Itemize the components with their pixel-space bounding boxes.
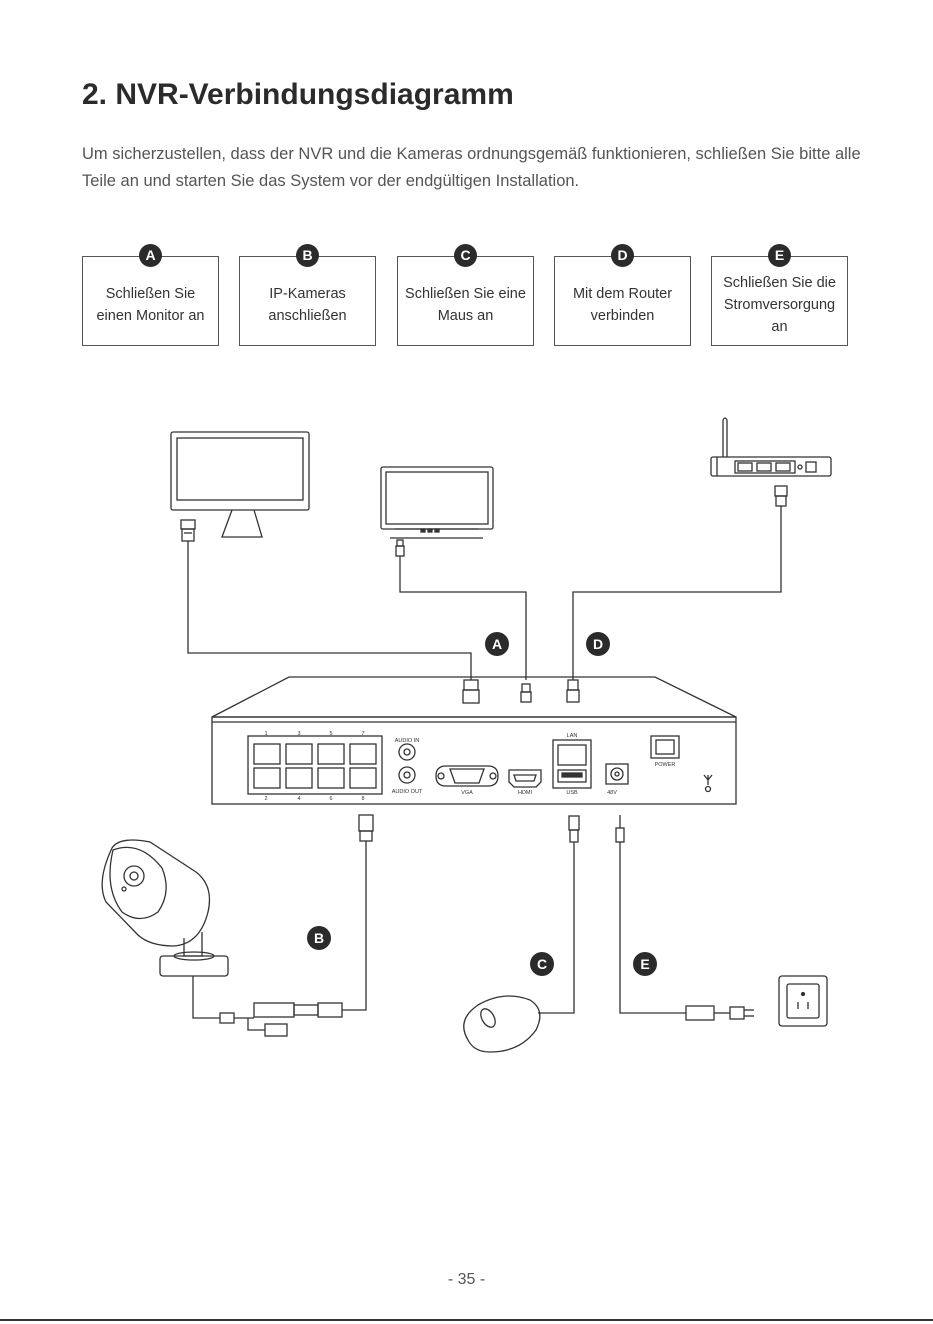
port-label-4: 4 (297, 796, 300, 802)
ip-camera-icon (101, 839, 343, 1037)
dc-plug-icon (615, 815, 625, 843)
audio-out-label: AUDIO OUT (392, 789, 423, 795)
nvr-recorder-icon (211, 676, 737, 805)
svg-text:E: E (640, 956, 649, 972)
power-label: POWER (655, 762, 676, 768)
monitor-cable (187, 541, 472, 680)
step-box-c: C Schließen Sie eine Maus an (397, 244, 534, 346)
port-label-8: 8 (361, 796, 364, 802)
diagram-badge-c: C (530, 952, 554, 976)
power-cable (619, 842, 686, 1014)
page-title: 2. NVR-Verbindungsdiagramm (82, 78, 514, 111)
usb-label: USB (566, 790, 578, 796)
camera-cable (342, 841, 367, 1011)
diagram-badge-e: E (633, 952, 657, 976)
footer-rule (0, 1319, 933, 1321)
nvr-lan-plug-icon (566, 679, 580, 703)
svg-text:D: D (593, 636, 603, 652)
port-label-1: 1 (264, 731, 267, 737)
svg-text:B: B (314, 930, 324, 946)
port-label-3: 3 (297, 731, 300, 737)
page-number: - 35 - (447, 1271, 486, 1288)
monitor-icon (170, 431, 310, 538)
audio-in-label: AUDIO IN (395, 738, 419, 744)
hdmi-label: HDMI (518, 790, 533, 796)
step-label-b: IP-Kameras anschließen (268, 286, 347, 324)
camera-lan-plug-icon (358, 814, 374, 842)
step-box-b: B IP-Kameras anschließen (239, 244, 376, 346)
step-badge-d: D (611, 244, 634, 267)
diagram-badge-d: D (586, 632, 610, 656)
step-box-e: E Schließen Sie die Stromversorgung an (711, 244, 848, 346)
intro-paragraph: Um sicherzustellen, dass der NVR und die… (82, 145, 861, 190)
mouse-usb-plug-icon (568, 815, 580, 843)
router-icon (710, 417, 832, 477)
step-label-c: Schließen Sie eine Maus an (405, 286, 526, 324)
nvr-hdmi2-plug-icon (520, 683, 532, 703)
tv-icon (380, 466, 494, 539)
port-label-2: 2 (264, 796, 267, 802)
router-cable (572, 506, 782, 680)
tv-hdmi-plug-icon (395, 539, 405, 557)
mouse-cable (538, 842, 575, 1014)
mouse-usb-hdmi-cable (399, 556, 527, 680)
port-label-5: 5 (329, 731, 332, 737)
step-label-e: Schließen Sie die Stromversorgung an (723, 275, 836, 335)
nvr-hdmi-plug-icon (462, 679, 480, 704)
step-label-d: Mit dem Router verbinden (572, 286, 673, 324)
wall-outlet-icon (778, 975, 828, 1027)
step-label-a: Schließen Sie einen Monitor an (96, 286, 205, 324)
router-lan-plug-icon (774, 485, 788, 507)
dc-label: 48V (607, 790, 617, 796)
svg-text:A: A (492, 636, 502, 652)
step-box-d: D Mit dem Router verbinden (554, 244, 691, 346)
step-badge-e: E (768, 244, 791, 267)
step-box-a: A Schließen Sie einen Monitor an (82, 244, 219, 346)
port-label-7: 7 (361, 731, 364, 737)
monitor-hdmi-plug-icon (180, 519, 196, 542)
diagram-badge-a: A (485, 632, 509, 656)
svg-text:C: C (537, 956, 547, 972)
poe-ports (253, 743, 377, 789)
step-badge-c: C (454, 244, 477, 267)
power-adapter-icon (685, 1005, 754, 1021)
step-badge-a: A (139, 244, 162, 267)
diagram-badge-b: B (307, 926, 331, 950)
lan-label: LAN (567, 733, 578, 739)
vga-label: VGA (461, 790, 473, 796)
mouse-icon (463, 995, 541, 1053)
port-label-6: 6 (329, 796, 332, 802)
step-badge-b: B (296, 244, 319, 267)
